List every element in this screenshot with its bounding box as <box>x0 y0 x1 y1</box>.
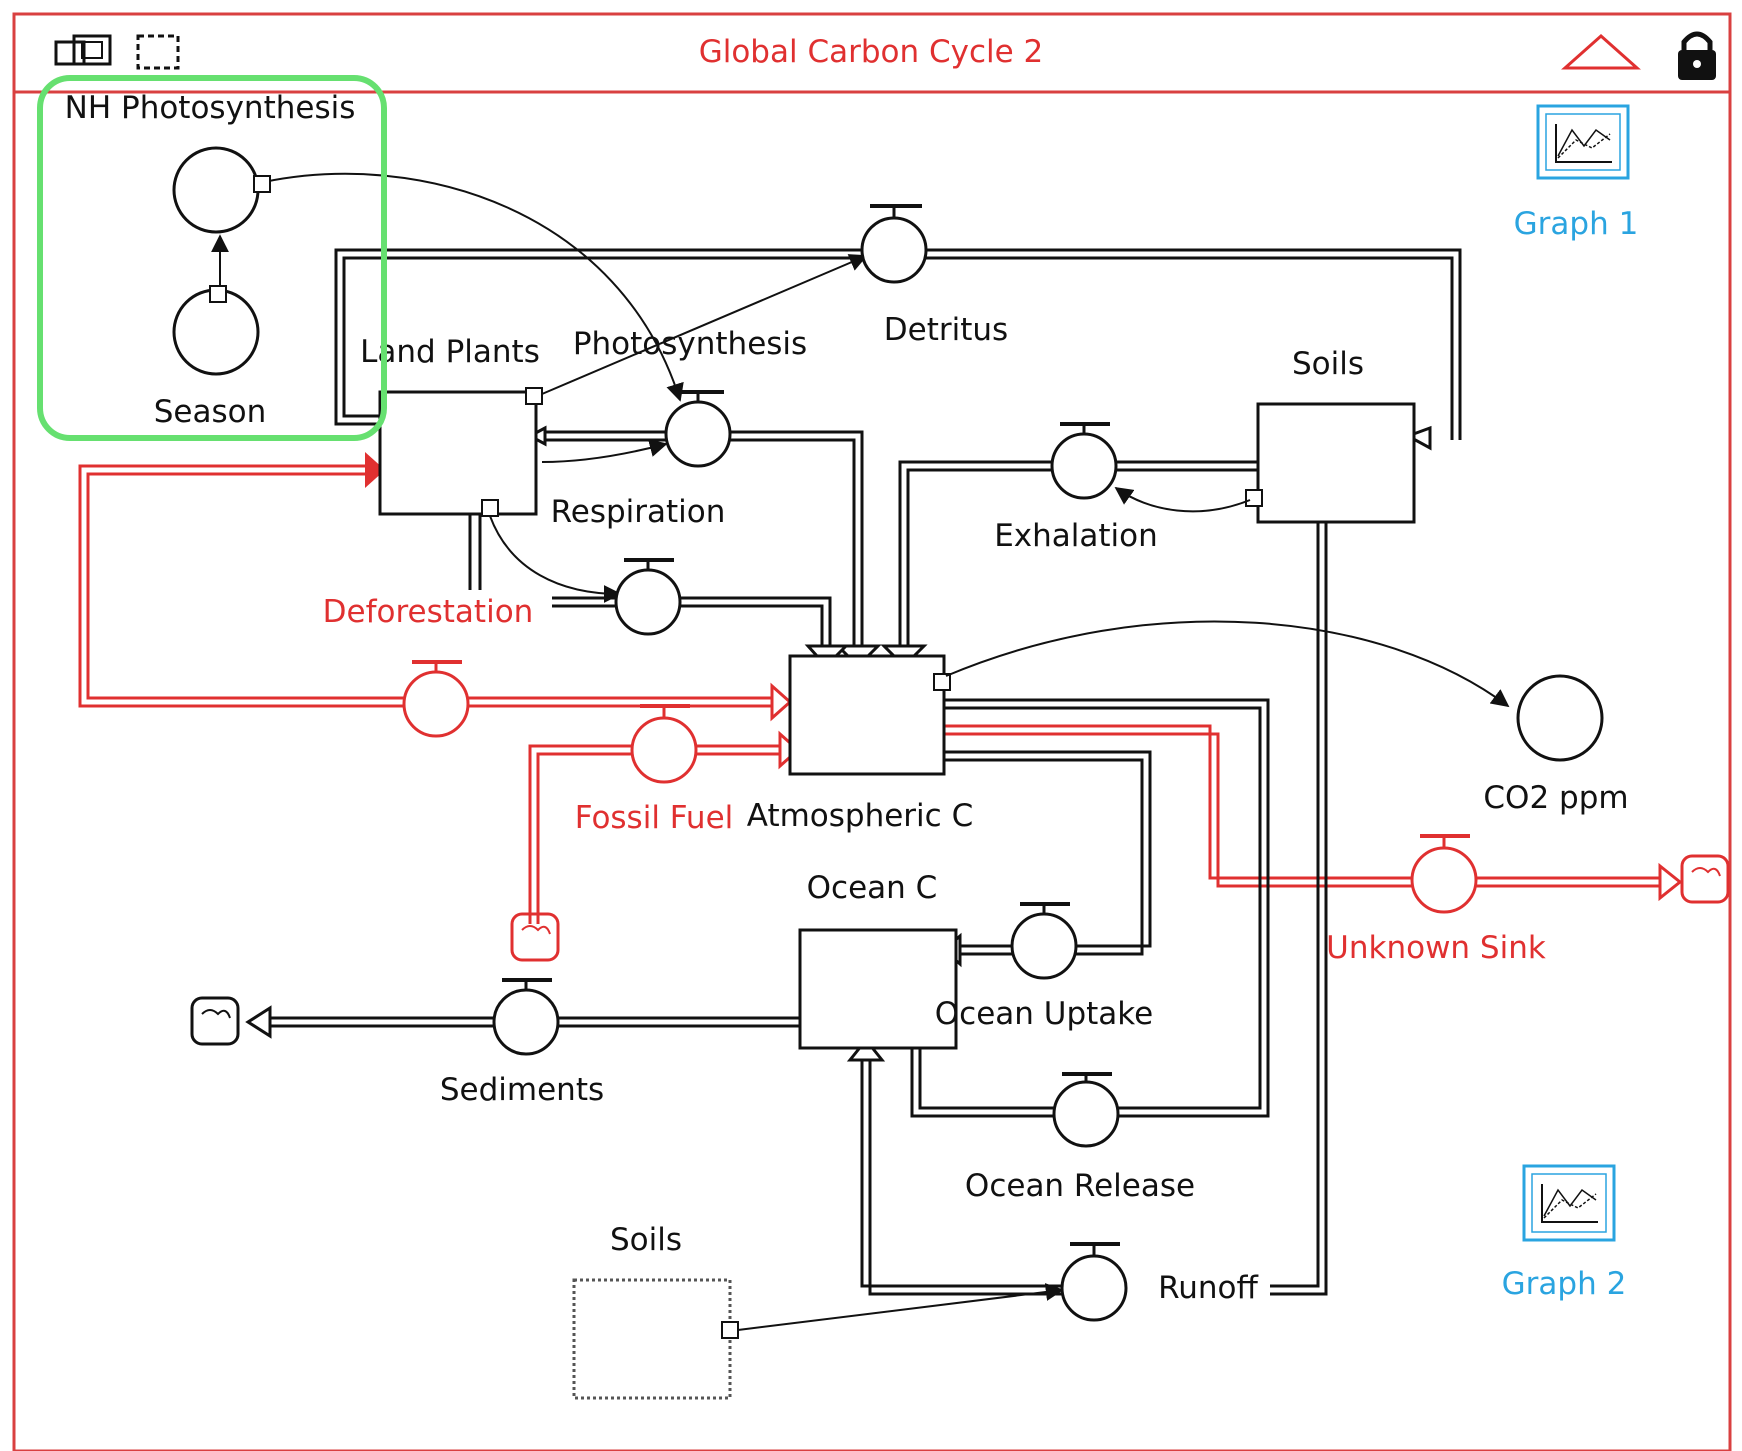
season-converter[interactable] <box>172 285 260 376</box>
unknown-sink-valve[interactable] <box>1410 834 1478 914</box>
atmospheric-c-stock[interactable] <box>788 654 951 776</box>
ocean-uptake-valve[interactable] <box>1010 902 1078 980</box>
sediments-label: Sediments <box>440 1072 604 1108</box>
map-view-icon[interactable] <box>54 34 112 66</box>
land-plants-stock[interactable] <box>378 387 543 517</box>
select-region-icon[interactable] <box>136 34 180 70</box>
nh-photosynthesis-label: NH Photosynthesis <box>65 90 356 126</box>
graph-2-icon[interactable] <box>1522 1164 1616 1242</box>
lock-icon[interactable] <box>1678 31 1716 80</box>
runoff-valve[interactable] <box>1060 1242 1128 1322</box>
ocean-release-label: Ocean Release <box>965 1168 1195 1204</box>
graph-1-icon[interactable] <box>1536 104 1630 180</box>
respiration-label: Respiration <box>551 494 726 530</box>
ocean-c-stock[interactable] <box>798 928 958 1050</box>
soils-ghost-stock[interactable] <box>572 1278 739 1400</box>
triangle-collapse-icon[interactable] <box>1561 33 1641 70</box>
runoff-label: Runoff <box>1158 1270 1258 1306</box>
atmospheric-c-label: Atmospheric C <box>747 798 973 834</box>
detritus-label: Detritus <box>884 312 1008 348</box>
fossil-fuel-label: Fossil Fuel <box>575 800 734 836</box>
window-frame <box>12 12 1732 1451</box>
season-label: Season <box>154 394 267 430</box>
unknown-sink-label: Unknown Sink <box>1326 930 1546 966</box>
ocean-release-valve[interactable] <box>1052 1072 1120 1148</box>
respiration-valve[interactable] <box>664 390 732 468</box>
graph-2-label[interactable]: Graph 2 <box>1502 1266 1627 1302</box>
fossil-fuel-cloud-icon <box>510 912 560 962</box>
co2-ppm-converter[interactable] <box>1516 674 1604 762</box>
connectors <box>211 172 1510 1331</box>
soils-ghost-label: Soils <box>610 1222 682 1258</box>
exhalation-valve[interactable] <box>1050 422 1118 500</box>
land-plants-label: Land Plants <box>360 334 540 370</box>
soils-label: Soils <box>1292 346 1364 382</box>
sediments-valve[interactable] <box>492 978 560 1056</box>
ocean-uptake-label: Ocean Uptake <box>935 996 1153 1032</box>
deforestation-label: Deforestation <box>323 594 534 630</box>
ocean-c-label: Ocean C <box>807 870 938 906</box>
soils-stock[interactable] <box>1245 402 1416 524</box>
fossil-fuel-valve[interactable] <box>630 704 698 784</box>
deforestation-black-valve[interactable] <box>614 558 682 636</box>
window-title: Global Carbon Cycle 2 <box>699 34 1044 70</box>
selection-highlight <box>37 75 387 441</box>
nh-photosynthesis-converter[interactable] <box>172 146 271 234</box>
unknown-sink-cloud-icon <box>1680 854 1730 904</box>
photosynthesis-label: Photosynthesis <box>573 326 807 362</box>
deforestation-red-valve[interactable] <box>402 660 470 738</box>
exhalation-label: Exhalation <box>994 518 1158 554</box>
photosynthesis-valve[interactable] <box>860 204 928 284</box>
co2-ppm-label: CO2 ppm <box>1483 780 1628 816</box>
graph-1-label[interactable]: Graph 1 <box>1514 206 1639 242</box>
sediments-cloud-icon <box>190 996 240 1046</box>
